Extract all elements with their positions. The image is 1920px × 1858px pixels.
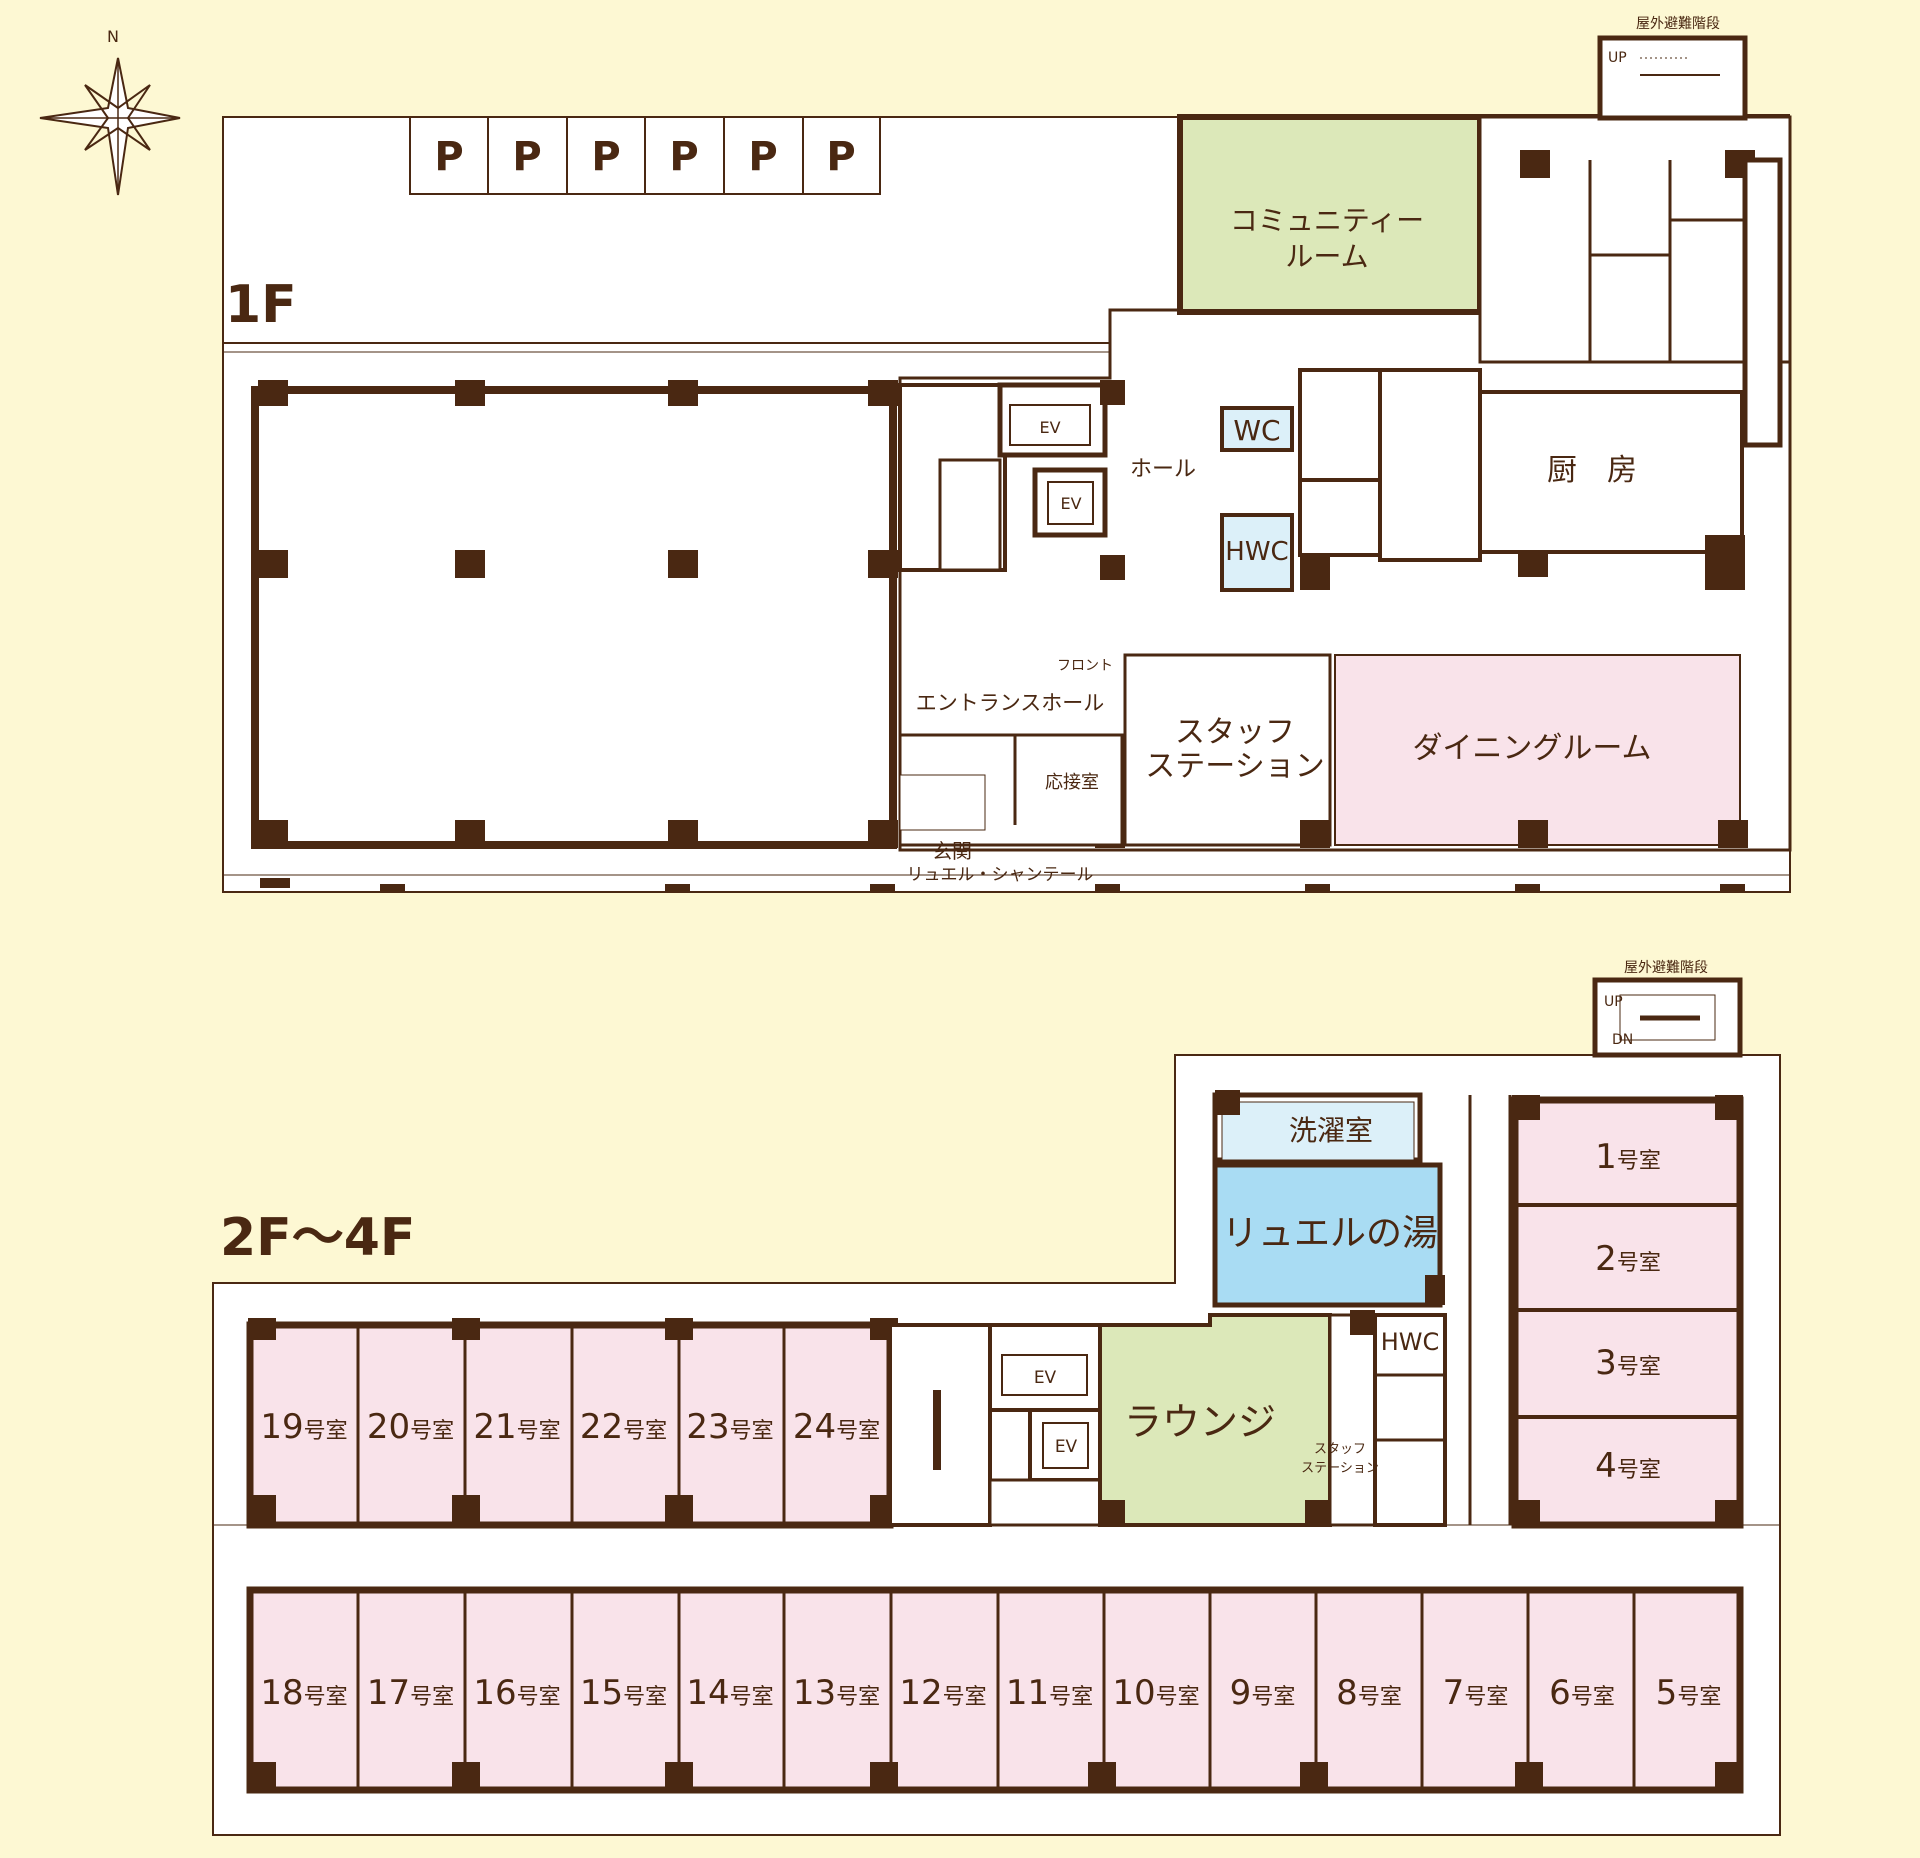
f2-staff-station-label: ステーション: [1301, 1461, 1379, 1476]
compass-rose-icon: [39, 57, 181, 196]
floor-2-4-label: 2F〜4F: [220, 1208, 415, 1268]
lounge-label: ラウンジ: [1124, 1400, 1276, 1444]
room-label-13: 13号室: [793, 1673, 880, 1713]
room-label-2: 2号室: [1595, 1239, 1661, 1279]
room-label-23: 23号室: [686, 1407, 773, 1447]
elevator-label: EV: [1060, 494, 1081, 513]
staff-station-label: ステーション: [1145, 749, 1324, 784]
room-label-22: 22号室: [580, 1407, 667, 1447]
front-desk-label: フロント: [1057, 658, 1113, 674]
f2-staff-station-label: スタッフ: [1314, 1442, 1366, 1457]
floor-2-4-plan: [212, 977, 1781, 1836]
elevator-label: EV: [1034, 1368, 1057, 1388]
room-label-21: 21号室: [473, 1407, 560, 1447]
f1-outdoor-stairs-label: 屋外避難階段: [1636, 16, 1720, 32]
room-label-11: 11号室: [1006, 1673, 1093, 1713]
room-label-24: 24号室: [793, 1407, 880, 1447]
room-label-16: 16号室: [473, 1673, 560, 1713]
dining-room-label: ダイニングルーム: [1412, 731, 1651, 766]
parking-spot: P: [434, 134, 463, 180]
parking-spot: P: [591, 134, 620, 180]
f2-hwc-label: HWC: [1381, 1328, 1440, 1356]
entrance-hall-label: エントランスホール: [916, 691, 1105, 715]
parking-spot: P: [826, 134, 855, 180]
hwc-label: HWC: [1225, 537, 1288, 567]
reception-room-label: 応接室: [1045, 772, 1099, 793]
room-label-17: 17号室: [367, 1673, 454, 1713]
room-label-9: 9号室: [1230, 1673, 1296, 1713]
room-labels: 19号室 20号室 21号室 22号室 23号室 24号室 18号室 17号室 16号室 15号室…: [260, 1137, 1721, 1713]
entrance-name-label: リュエル・シャンテール: [907, 865, 1094, 885]
community-room: [1177, 114, 1483, 315]
bath-label: リュエルの湯: [1222, 1213, 1438, 1254]
hall-label: ホール: [1130, 457, 1196, 482]
floor-1-plan: [222, 35, 1792, 893]
kitchen-label: 厨 房: [1547, 453, 1637, 488]
f2-stairs-dn-label: DN: [1612, 1032, 1633, 1048]
room-label-19: 19号室: [260, 1407, 347, 1447]
community-room-label: ルーム: [1285, 240, 1368, 273]
room-label-4: 4号室: [1595, 1446, 1661, 1486]
room-label-3: 3号室: [1595, 1343, 1661, 1383]
elevator-label: EV: [1039, 418, 1060, 437]
room-label-6: 6号室: [1549, 1673, 1615, 1713]
elevator-label: EV: [1055, 1437, 1078, 1457]
staff-station-label: スタッフ: [1175, 715, 1295, 750]
room-label-5: 5号室: [1656, 1673, 1722, 1713]
room-label-7: 7号室: [1443, 1673, 1509, 1713]
community-room-label: コミュニティー: [1230, 204, 1424, 237]
parking-spot: P: [748, 134, 777, 180]
laundry-label: 洗濯室: [1289, 1114, 1373, 1147]
room-label-15: 15号室: [580, 1673, 667, 1713]
room-label-14: 14号室: [686, 1673, 773, 1713]
room-label-1: 1号室: [1595, 1137, 1661, 1177]
room-label-18: 18号室: [260, 1673, 347, 1713]
floor-1-label: 1F: [225, 275, 297, 335]
room-label-12: 12号室: [899, 1673, 986, 1713]
parking-spot: P: [512, 134, 541, 180]
wc-label: WC: [1233, 414, 1280, 447]
room-label-8: 8号室: [1336, 1673, 1402, 1713]
north-label: N: [107, 27, 119, 46]
parking-spot: P: [669, 134, 698, 180]
entrance-label: 玄関: [932, 839, 972, 863]
room-label-20: 20号室: [367, 1407, 454, 1447]
f2-outdoor-stairs-label: 屋外避難階段: [1624, 960, 1708, 976]
f1-stairs-up-label: UP: [1608, 50, 1627, 66]
room-label-10: 10号室: [1112, 1673, 1199, 1713]
f2-stairs-up-label: UP: [1604, 994, 1623, 1010]
